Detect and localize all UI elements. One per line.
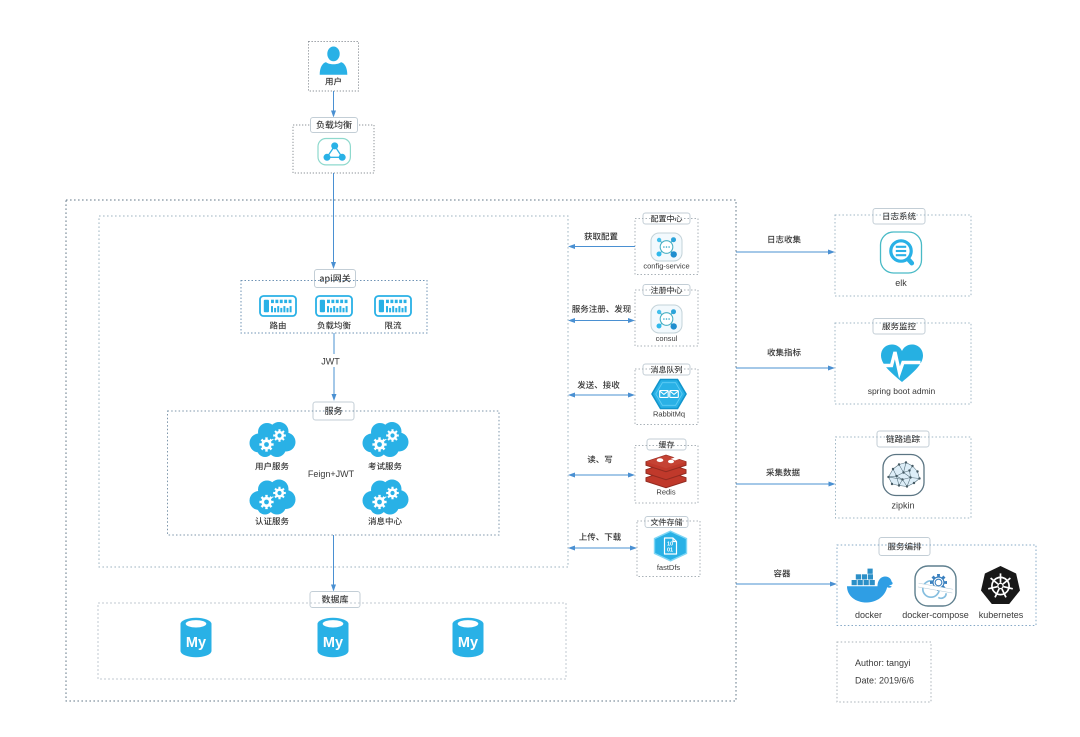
svg-text:RabbitMq: RabbitMq bbox=[653, 410, 685, 419]
svg-text:elk: elk bbox=[895, 278, 907, 288]
svg-text:spring boot admin: spring boot admin bbox=[868, 386, 936, 396]
svg-text:docker: docker bbox=[855, 610, 882, 620]
svg-text:My: My bbox=[186, 635, 206, 651]
svg-text:Redis: Redis bbox=[656, 488, 675, 497]
svg-text:01: 01 bbox=[667, 548, 673, 554]
svg-text:My: My bbox=[458, 635, 478, 651]
svg-text:fastDfs: fastDfs bbox=[657, 563, 681, 572]
svg-text:kubernetes: kubernetes bbox=[979, 610, 1024, 620]
svg-text:10: 10 bbox=[667, 542, 673, 548]
svg-text:docker-compose: docker-compose bbox=[902, 610, 969, 620]
svg-text:Date: 2019/6/6: Date: 2019/6/6 bbox=[855, 676, 914, 686]
svg-text:zipkin: zipkin bbox=[891, 501, 914, 511]
svg-text:JWT: JWT bbox=[321, 357, 340, 367]
svg-text:Author: tangyi: Author: tangyi bbox=[855, 658, 911, 668]
svg-text:config-service: config-service bbox=[643, 262, 689, 271]
svg-text:Feign+JWT: Feign+JWT bbox=[308, 469, 355, 479]
svg-text:My: My bbox=[323, 635, 343, 651]
svg-text:consul: consul bbox=[656, 334, 678, 343]
